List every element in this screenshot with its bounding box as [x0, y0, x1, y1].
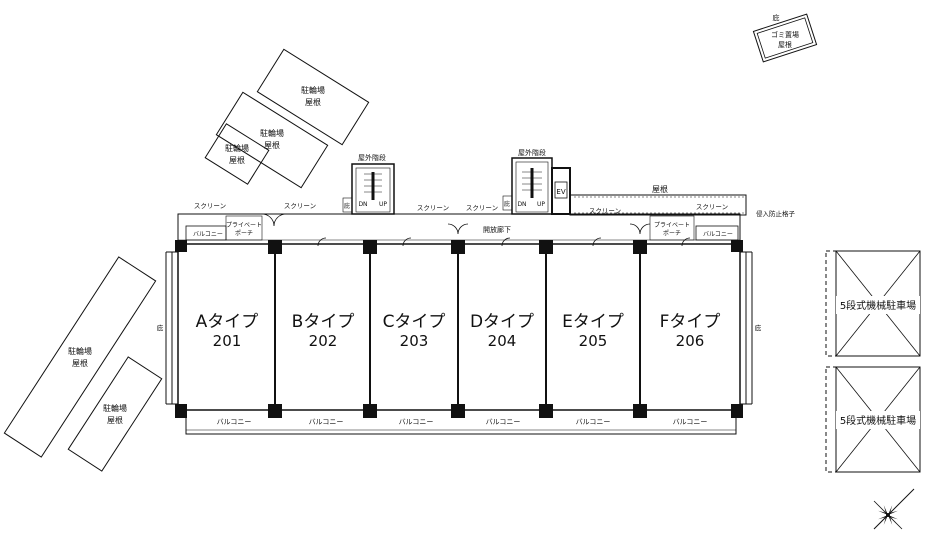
screen-label-6: スクリーン — [696, 203, 728, 211]
bicycle-roof-4-label2: 屋根 — [72, 358, 88, 368]
bicycle-roof-3: 駐輪場 屋根 — [204, 123, 270, 185]
bicycle-roof-2-label1: 駐輪場 — [260, 128, 284, 138]
bicycle-roof-1: 駐輪場 屋根 — [256, 48, 370, 146]
unit-202[interactable]: Bタイプ 202 — [292, 312, 355, 350]
balcony-202: バルコニー — [309, 418, 344, 426]
building — [165, 213, 753, 435]
screen-label-2: スクリーン — [284, 202, 316, 210]
stair-center-dn: DN — [517, 201, 526, 208]
unit-202-type: Bタイプ — [292, 312, 355, 332]
parking-2: 5段式機械駐車場 — [825, 366, 921, 473]
porch-right-line1: プライベート — [654, 222, 690, 229]
stair-center — [502, 157, 571, 215]
balcony-206: バルコニー — [673, 418, 708, 426]
unit-204[interactable]: Dタイプ 204 — [470, 312, 534, 350]
eaves-right-label: 庇 — [755, 323, 762, 332]
ev-label: EV — [556, 188, 565, 196]
garbage-eaves-label: 庇 — [773, 13, 780, 22]
screen-label-3: スクリーン — [417, 204, 449, 212]
bicycle-roof-5-label1: 駐輪場 — [103, 403, 127, 413]
porch-left-line1: プライベート — [226, 222, 262, 229]
bicycle-roof-4-label1: 駐輪場 — [68, 346, 92, 356]
parking-1: 5段式機械駐車場 — [825, 250, 921, 357]
unit-203-number: 203 — [400, 332, 429, 350]
balcony-203: バルコニー — [399, 418, 434, 426]
screen-label-1: スクリーン — [194, 202, 226, 210]
unit-203-type: Cタイプ — [383, 312, 446, 332]
unit-201-number: 201 — [213, 332, 242, 350]
bicycle-roof-2: 駐輪場 屋根 — [215, 91, 329, 189]
bicycle-roof-1-label2: 屋根 — [305, 97, 321, 107]
balcony-201: バルコニー — [217, 418, 252, 426]
unit-205-type: Eタイプ — [562, 312, 624, 332]
unit-206-type: Fタイプ — [660, 312, 721, 332]
stair-left-eaves: 庇 — [344, 202, 350, 210]
unit-206-number: 206 — [676, 332, 705, 350]
roof-label: 屋根 — [652, 184, 668, 194]
balcony-204: バルコニー — [486, 418, 521, 426]
unit-201-type: Aタイプ — [196, 312, 259, 332]
eaves-left-label: 庇 — [157, 323, 164, 332]
parking-2-label: 5段式機械駐車場 — [840, 414, 916, 427]
balcony-small-left: バルコニー — [193, 231, 223, 238]
unit-204-type: Dタイプ — [470, 312, 534, 332]
garbage-roof: ゴミ置場 屋根 — [752, 13, 818, 63]
screen-label-4: スクリーン — [466, 204, 498, 212]
bicycle-roof-2-label2: 屋根 — [264, 140, 280, 150]
bicycle-roof-4: 駐輪場 屋根 — [3, 256, 157, 458]
stair-left-up: UP — [379, 201, 387, 208]
stair-left — [342, 163, 395, 215]
porch-left-line2: ポーチ — [235, 229, 253, 237]
open-corridor-label: 開放廊下 — [483, 225, 511, 234]
bicycle-roof-5-label2: 屋根 — [107, 415, 123, 425]
stair-center-eaves: 庇 — [504, 200, 510, 208]
bicycle-roof-5: 駐輪場 屋根 — [67, 356, 163, 472]
screen-label-5: スクリーン — [589, 207, 621, 215]
unit-206[interactable]: Fタイプ 206 — [660, 312, 721, 350]
stair-left-label: 屋外階段 — [358, 153, 386, 162]
balcony-205: バルコニー — [576, 418, 611, 426]
porch-right-line2: ポーチ — [663, 229, 681, 237]
bicycle-roof-1-label1: 駐輪場 — [301, 85, 325, 95]
unit-205-number: 205 — [579, 332, 608, 350]
unit-205[interactable]: Eタイプ 205 — [562, 312, 624, 350]
compass-icon — [873, 488, 915, 530]
unit-201[interactable]: Aタイプ 201 — [196, 312, 259, 350]
unit-204-number: 204 — [488, 332, 517, 350]
unit-202-number: 202 — [309, 332, 338, 350]
garbage-roof-label1: ゴミ置場 — [771, 30, 799, 39]
stair-center-label: 屋外階段 — [518, 148, 546, 157]
anti-intrusion-label: 侵入防止格子 — [756, 209, 796, 218]
bicycle-roof-3-label1: 駐輪場 — [225, 143, 249, 153]
unit-203[interactable]: Cタイプ 203 — [383, 312, 446, 350]
roof-area — [569, 194, 747, 216]
balcony-small-right: バルコニー — [703, 231, 733, 238]
stair-left-dn: DN — [358, 201, 367, 208]
stair-center-up: UP — [537, 201, 545, 208]
garbage-roof-label2: 屋根 — [778, 40, 792, 49]
bicycle-roof-3-label2: 屋根 — [229, 155, 245, 165]
parking-1-label: 5段式機械駐車場 — [840, 299, 916, 312]
